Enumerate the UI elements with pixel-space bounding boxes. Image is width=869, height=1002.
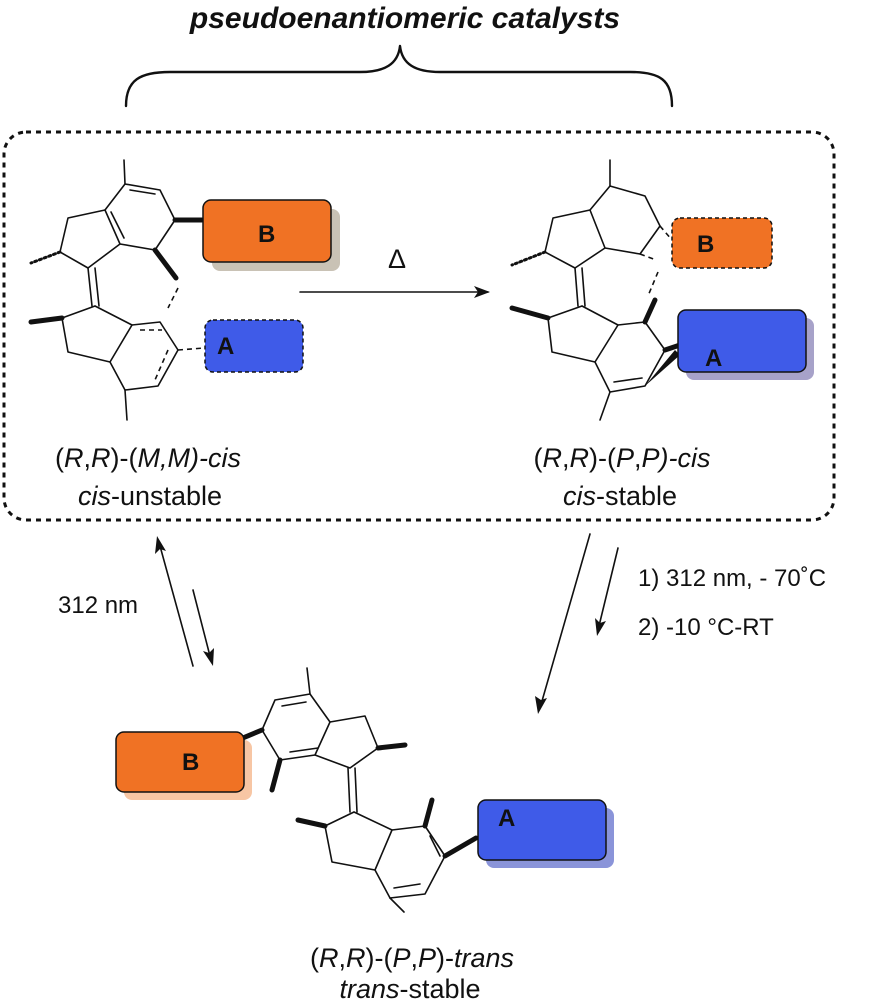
svg-text:312 nm: 312 nm bbox=[58, 592, 138, 619]
molecule-pp-cis: B A bbox=[509, 159, 814, 421]
substituent-a-box: A bbox=[204, 319, 304, 373]
label-pp-trans: (R,R)-(P,P)-trans trans-stable bbox=[310, 943, 514, 1002]
substituent-b-box: B bbox=[115, 731, 252, 800]
stability-pp-cis: cis-stable bbox=[563, 481, 677, 511]
substituent-b-box: B bbox=[671, 217, 773, 269]
svg-text:A: A bbox=[217, 333, 234, 360]
pseudoenantiomer-box bbox=[2, 130, 836, 522]
thermal-isomerization-arrow: Δ bbox=[299, 244, 490, 298]
svg-text:A: A bbox=[705, 345, 722, 372]
svg-text:Δ: Δ bbox=[388, 244, 406, 274]
svg-text:A: A bbox=[498, 805, 515, 832]
label-mm-cis: (R,R)-(M,M)-cis cis-unstable bbox=[55, 443, 241, 511]
pp-cis-upper-half bbox=[510, 159, 673, 269]
svg-text:B: B bbox=[182, 749, 199, 776]
pp-cis-lower-half bbox=[509, 297, 683, 421]
mm-cis-lower-half bbox=[28, 305, 205, 421]
pp-trans-lower-half bbox=[295, 797, 479, 913]
photochemical-equilibrium-arrows: 312 nm bbox=[58, 536, 214, 667]
molecule-pp-trans: B A bbox=[115, 667, 614, 913]
pp-trans-upper-half bbox=[235, 667, 408, 793]
svg-text:1) 312 nm, - 70˚C: 1) 312 nm, - 70˚C bbox=[638, 565, 826, 592]
svg-text:B: B bbox=[697, 231, 714, 258]
stability-pp-trans: trans-stable bbox=[339, 974, 480, 1002]
svg-text:2) -10 °C-RT: 2) -10 °C-RT bbox=[638, 614, 774, 641]
descriptor-mm-cis: (R,R)-(M,M)-cis bbox=[55, 443, 241, 473]
curly-brace bbox=[124, 44, 674, 108]
substituent-b-box: B bbox=[202, 199, 340, 271]
descriptor-pp-cis: (R,R)-(P,P)-cis bbox=[533, 443, 710, 473]
molecule-mm-cis: B A bbox=[28, 159, 340, 421]
b-box-fill bbox=[202, 199, 332, 263]
svg-text:B: B bbox=[258, 221, 275, 248]
scheme-title: pseudoenantiomeric catalysts bbox=[189, 2, 620, 35]
hashed-methyl bbox=[29, 250, 62, 265]
photochemical-conversion-arrows: 1) 312 nm, - 70˚C 2) -10 °C-RT bbox=[535, 533, 826, 714]
label-pp-cis: (R,R)-(P,P)-cis cis-stable bbox=[533, 443, 710, 511]
mm-cis-upper-half bbox=[29, 159, 205, 281]
substituent-a-box: A bbox=[477, 799, 614, 868]
stability-mm-cis: cis-unstable bbox=[78, 481, 222, 511]
descriptor-pp-trans: (R,R)-(P,P)-trans bbox=[310, 943, 514, 973]
substituent-a-box: A bbox=[677, 309, 814, 380]
